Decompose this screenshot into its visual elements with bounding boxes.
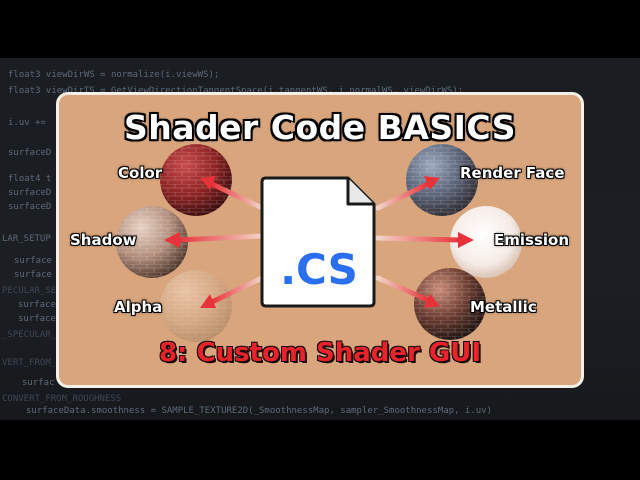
code-line: surfaceD bbox=[8, 188, 52, 198]
code-line: LAR_SETUP bbox=[2, 234, 51, 244]
code-line: surface bbox=[14, 270, 52, 280]
code-line: float3 viewDirTS = GetViewDirectionTange… bbox=[8, 86, 464, 96]
code-line: i.uv += bbox=[8, 118, 46, 128]
arrow-to-metallic bbox=[375, 275, 440, 308]
code-line: surface bbox=[14, 256, 52, 266]
title: Shader Code BASICS bbox=[123, 108, 516, 147]
arrow-to-emission bbox=[375, 232, 474, 248]
code-line: surface bbox=[18, 314, 56, 324]
cs-file-icon bbox=[260, 176, 376, 308]
sphere-emission bbox=[450, 206, 522, 278]
code-line: _SPECULAR_S bbox=[2, 330, 62, 340]
sphere-render-face bbox=[406, 144, 478, 216]
code-line: CONVERT_FROM_ROUGHNESS bbox=[2, 394, 122, 404]
arrow-to-shadow bbox=[164, 232, 265, 248]
code-line: VERT_FROM_R bbox=[2, 358, 62, 368]
file-extension-label: .CS bbox=[280, 245, 358, 294]
letterbox-top bbox=[0, 0, 640, 58]
code-line: surfaceD bbox=[8, 202, 52, 212]
sphere-alpha bbox=[160, 270, 232, 342]
feature-label-emission: Emission bbox=[494, 231, 569, 249]
code-line: float4 t bbox=[8, 174, 52, 184]
code-line: surfaceData.smoothness = SAMPLE_TEXTURE2… bbox=[26, 406, 492, 416]
feature-label-metallic: Metallic bbox=[470, 298, 537, 316]
arrow-to-render-face bbox=[375, 176, 440, 211]
letterbox-bottom bbox=[0, 420, 640, 480]
sphere-metallic bbox=[414, 268, 486, 340]
arrow-to-color bbox=[200, 176, 265, 211]
feature-label-shadow: Shadow bbox=[70, 231, 137, 249]
feature-label-render-face: Render Face bbox=[460, 164, 565, 182]
code-line: surface bbox=[18, 300, 56, 310]
feature-label-color: Color bbox=[118, 164, 163, 182]
subtitle: 8: Custom Shader GUI bbox=[158, 338, 482, 368]
sphere-shadow bbox=[116, 206, 188, 278]
code-line: surfaceD bbox=[8, 148, 52, 158]
code-line: float3 viewDirWS = normalize(i.viewWS); bbox=[8, 70, 220, 80]
arrow-to-alpha bbox=[200, 275, 265, 308]
feature-label-alpha: Alpha bbox=[114, 298, 163, 316]
code-line: PECULAR_SE bbox=[2, 286, 57, 296]
sphere-color bbox=[160, 144, 232, 216]
code-line: surfac bbox=[22, 378, 55, 388]
